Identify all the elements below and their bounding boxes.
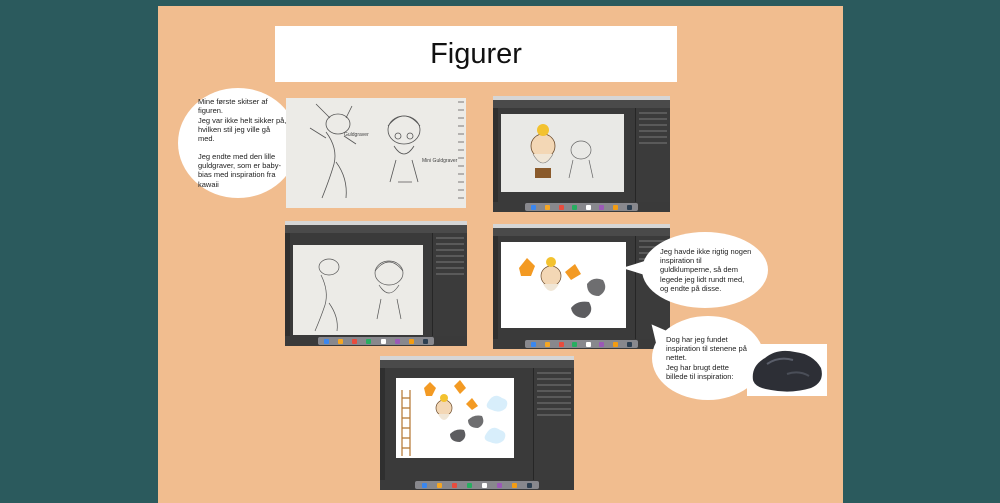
illustrator-colored-miner <box>493 96 670 212</box>
bubble-line: legede jeg lidt rundt med, <box>660 274 745 284</box>
illustrator-sketch-trace <box>285 221 467 346</box>
slide-title: Figurer <box>430 37 522 70</box>
canvas-full-scene <box>401 380 508 456</box>
bubble-line: hvilken stil jeg ville gå med. <box>198 124 271 144</box>
sketch-label-right: Mini Guldgraver <box>422 158 458 164</box>
bubble-line: inspiration til stenene på <box>666 343 747 353</box>
speech-bubble-gold: Jeg havde ikke rigtig nogen inspiration … <box>642 232 768 308</box>
slide: Figurer Mine første skitser af figuren. … <box>158 6 843 503</box>
bubble-line: bias med inspiration fra <box>198 170 276 180</box>
bubble-line: billede til inspiration: <box>666 372 734 382</box>
bubble-line: Jeg har brugt dette <box>666 362 729 372</box>
bubble-line: Jeg endte med den lille <box>198 151 276 161</box>
bubble-line: kawaii <box>198 179 219 189</box>
canvas-miner <box>530 124 594 179</box>
canvas-sketch <box>314 258 404 332</box>
bubble-line: nettet. <box>666 353 687 363</box>
canvas-gold-stones <box>519 257 606 318</box>
bubble-line: figuren. <box>198 106 224 116</box>
rock-inspiration-image <box>747 344 827 396</box>
bubble-line: Mine første skitser af <box>198 96 268 106</box>
bubble-line: inspiration til <box>660 255 702 265</box>
illustrator-full-scene <box>380 356 574 490</box>
sketch-label-left: Guldgraver <box>344 132 369 138</box>
bubble-line: Jeg havde ikke rigtig nogen <box>660 246 752 256</box>
bubble-line: Dog har jeg fundet <box>666 334 728 344</box>
bubble-line: guldklumperne, så dem <box>660 265 738 275</box>
bubble-line: Jeg var ikke helt sikker på, <box>198 115 287 125</box>
mac-dock <box>317 337 435 345</box>
title-box: Figurer <box>275 26 677 82</box>
mac-dock <box>524 340 639 348</box>
sketch-photo: Guldgraver Mini Guldgraver <box>286 98 466 208</box>
bubble-line: og endte på disse. <box>660 284 722 294</box>
mac-dock <box>524 203 639 211</box>
sketch-drawing <box>286 98 466 208</box>
speech-bubble-sketches: Mine første skitser af figuren. Jeg var … <box>178 88 298 198</box>
rock-icon <box>752 350 822 392</box>
speech-bubble-stones: Dog har jeg fundet inspiration til stene… <box>652 316 764 400</box>
bubble-line: guldgraver, som er baby- <box>198 161 281 171</box>
bubble-tail <box>622 260 648 276</box>
mac-dock <box>414 481 540 489</box>
